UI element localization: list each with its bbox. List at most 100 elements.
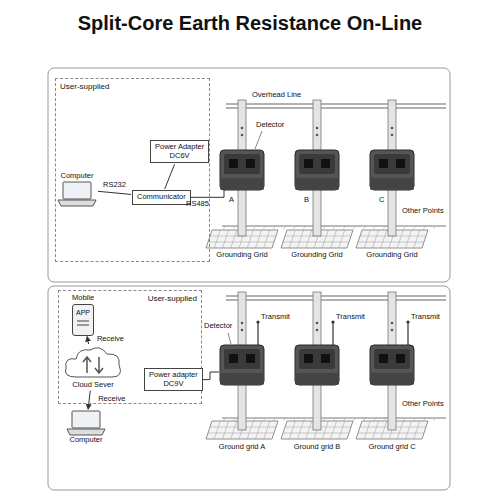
diagram-label: Overhead Line — [252, 91, 301, 100]
grid-line — [223, 230, 229, 248]
ground-hatch — [363, 418, 366, 421]
grid-line — [331, 230, 337, 248]
ground-hatch — [233, 418, 236, 421]
ground-hatch — [423, 418, 426, 421]
upload-arrow — [83, 357, 91, 373]
detector-band — [220, 178, 264, 190]
ground-hatch — [373, 418, 376, 421]
grid-line — [231, 421, 237, 439]
laptop-base — [58, 200, 96, 206]
download-arrow — [95, 357, 103, 373]
ground-hatch — [413, 418, 416, 421]
diagram-label: RS485 — [186, 200, 209, 209]
detector-band — [370, 373, 414, 385]
panel-frame — [48, 286, 450, 490]
box-text: DC9V — [149, 380, 198, 389]
detector-band — [370, 178, 414, 190]
diagram-label: Other Points — [402, 207, 444, 216]
ground-hatch — [263, 226, 266, 229]
detector-window — [304, 354, 313, 363]
ground-hatch — [333, 226, 336, 229]
leader-line — [255, 131, 262, 149]
pole-dot — [241, 329, 244, 332]
overhead-line — [226, 107, 446, 108]
grid-line — [256, 421, 262, 439]
detector-window — [396, 354, 405, 363]
node-phone: MobileAPP — [72, 294, 94, 336]
pole-dot — [316, 322, 319, 325]
diagram-label: C — [379, 196, 384, 205]
detector-window — [229, 159, 238, 168]
phone-screen-line — [77, 324, 89, 326]
ground-hatch — [383, 226, 386, 229]
grid-line — [298, 421, 304, 439]
grid-line — [214, 421, 220, 439]
antenna-tip — [331, 320, 334, 323]
detector-window — [229, 354, 238, 363]
pole-dot — [316, 134, 319, 137]
grid-line — [397, 230, 403, 248]
ground-hatch — [253, 226, 256, 229]
ground-hatch — [233, 226, 236, 229]
detector-window — [304, 159, 313, 168]
ground-hatch — [323, 418, 326, 421]
ground-hatch — [273, 226, 276, 229]
rs485-wire — [191, 189, 224, 197]
detector-window — [379, 354, 388, 363]
laptop-icon — [57, 181, 97, 207]
ground-hatch — [323, 226, 326, 229]
antenna — [257, 323, 258, 345]
detector-face — [299, 349, 335, 369]
antenna-tip — [406, 320, 409, 323]
grid-line — [364, 421, 370, 439]
pole-dot — [241, 322, 244, 325]
ground-hatch — [303, 226, 306, 229]
box-text: Communicator — [137, 193, 186, 202]
overhead-line — [226, 299, 446, 300]
detector-body — [220, 345, 264, 385]
detector-body — [295, 345, 339, 385]
diagram-label: B — [304, 196, 309, 205]
edge-label: Receive — [96, 335, 125, 344]
phone-icon: APP — [72, 304, 94, 336]
node-laptop: Computer — [57, 172, 97, 207]
cloud-outline — [65, 348, 120, 377]
ground-hatch — [363, 226, 366, 229]
ground-hatch — [423, 226, 426, 229]
diagram-label: Detector — [256, 121, 284, 130]
grid-line — [231, 230, 237, 248]
grid-line — [381, 230, 387, 248]
antenna — [332, 323, 333, 345]
connector-line — [88, 391, 90, 409]
grid-line — [406, 230, 412, 248]
grid-line — [247, 421, 253, 439]
device-label: Computer — [57, 172, 97, 181]
ground-hatch — [353, 226, 356, 229]
detector-window — [246, 354, 255, 363]
cloud-icon — [62, 345, 124, 381]
ground-hatch — [223, 418, 226, 421]
grid-line — [397, 421, 403, 439]
node-region: User-suppliedMobileAPPCloud SeverPower a… — [58, 290, 202, 404]
grid-line — [256, 230, 262, 248]
overhead-line — [226, 295, 446, 296]
leader-line — [228, 333, 231, 344]
grid-line — [247, 230, 253, 248]
grid-line — [298, 230, 304, 248]
grid-line — [223, 421, 229, 439]
detector-body — [220, 150, 264, 190]
ground-hatch — [433, 418, 436, 421]
grid-line — [339, 421, 345, 439]
grid-line — [331, 421, 337, 439]
connector-line — [98, 191, 131, 194]
ground-hatch — [343, 418, 346, 421]
detector-body — [295, 150, 339, 190]
pole-dot — [391, 134, 394, 137]
diagram-label: Grounding Grid — [216, 251, 267, 260]
grid-line — [339, 230, 345, 248]
grid-line — [306, 421, 312, 439]
diagram-label: Transmit — [336, 313, 365, 322]
diagram-label: Transmit — [261, 313, 290, 322]
detector-band — [220, 373, 264, 385]
ground-hatch — [413, 226, 416, 229]
